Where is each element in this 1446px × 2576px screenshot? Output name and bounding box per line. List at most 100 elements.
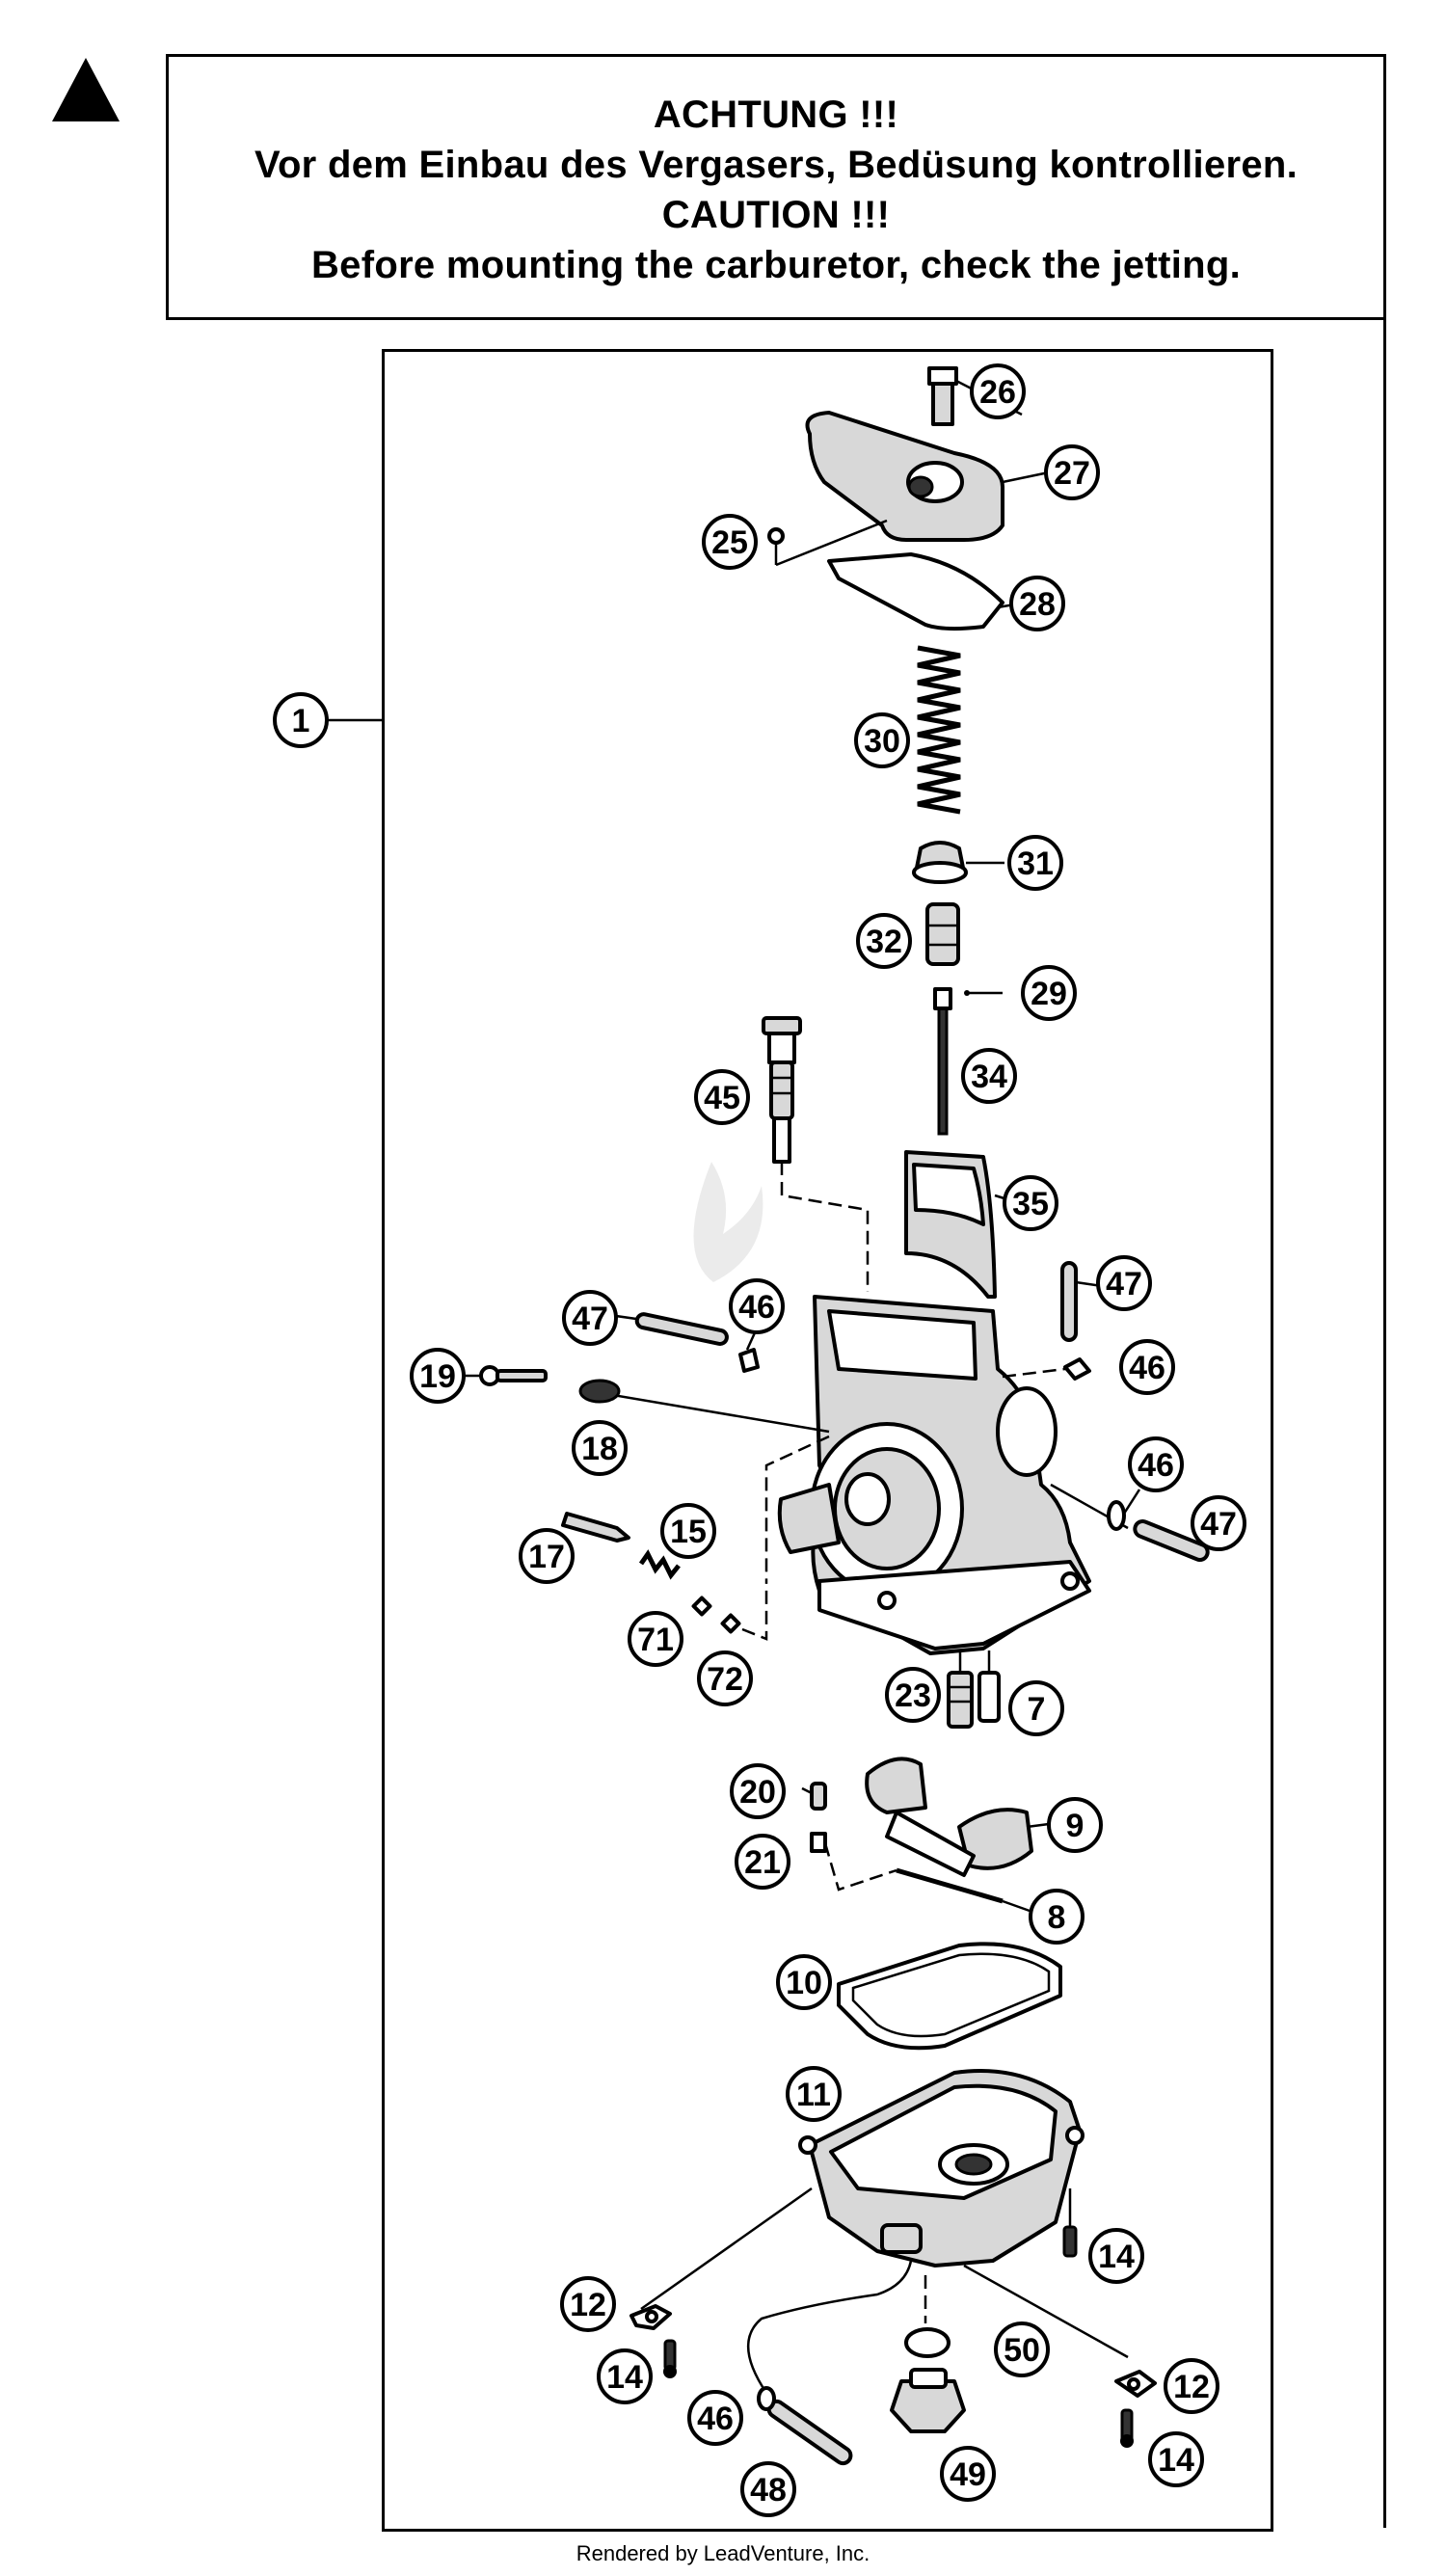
callout-label: 7 <box>1028 1691 1046 1728</box>
callout-72: 72 <box>697 1650 753 1706</box>
callout-29: 29 <box>1021 965 1077 1021</box>
callout-12a: 12 <box>560 2276 616 2332</box>
callout-label: 25 <box>711 524 748 561</box>
callout-label: 35 <box>1012 1186 1049 1222</box>
part-spring-15 <box>638 1549 681 1580</box>
callout-label: 27 <box>1054 455 1090 492</box>
callout-31: 31 <box>1007 835 1063 891</box>
callout-30: 30 <box>854 712 910 768</box>
callout-35: 35 <box>1003 1175 1058 1231</box>
callout-label: 9 <box>1066 1808 1084 1844</box>
part-float-bowl-gasket-10 <box>837 1942 1062 2051</box>
callout-46c: 46 <box>1128 1436 1184 1492</box>
callout-32: 32 <box>856 913 912 969</box>
callout-9: 9 <box>1047 1797 1103 1853</box>
callout-label: 46 <box>738 1289 775 1326</box>
part-needle-17 <box>561 1512 630 1543</box>
callout-label: 14 <box>1158 2442 1194 2479</box>
callout-48: 48 <box>740 2461 796 2517</box>
caution-line-german-text: Vor dem Einbau des Vergasers, Bedüsung k… <box>254 144 1299 186</box>
callout-label: 17 <box>528 1539 565 1575</box>
callout-label: 48 <box>750 2472 787 2509</box>
part-screw-14-right-bowl <box>1062 2188 1078 2258</box>
part-top-cover <box>805 366 1050 542</box>
callout-label: 72 <box>707 1661 743 1698</box>
part-needle-holder-32 <box>925 902 960 966</box>
callout-23: 23 <box>885 1667 941 1723</box>
callout-19: 19 <box>410 1348 466 1404</box>
callout-label: 31 <box>1017 845 1054 882</box>
callout-25: 25 <box>702 514 758 570</box>
callout-label: 49 <box>950 2456 986 2493</box>
callout-46b: 46 <box>1119 1339 1175 1395</box>
part-oring-46-b <box>1063 1357 1091 1381</box>
callout-10: 10 <box>776 1954 832 2010</box>
callout-label: 12 <box>570 2287 606 2323</box>
callout-20: 20 <box>730 1763 786 1819</box>
footer-credit: Rendered by LeadVenture, Inc. <box>576 2541 870 2565</box>
callout-47a: 47 <box>562 1290 618 1346</box>
callout-label: 34 <box>971 1059 1007 1095</box>
callout-label: 14 <box>1098 2239 1135 2275</box>
leadventure-watermark <box>693 1162 763 1282</box>
part-carburetor-body <box>777 1295 1091 1655</box>
callout-label: 45 <box>704 1080 740 1116</box>
part-jet-7 <box>977 1650 1001 1723</box>
page-border-right <box>1383 320 1386 2528</box>
callout-label: 12 <box>1173 2369 1210 2405</box>
part-oring-50 <box>904 2327 951 2358</box>
callout-label: 46 <box>1138 1447 1174 1484</box>
callout-47c: 47 <box>1191 1495 1246 1551</box>
part-bracket-12-right <box>1114 2370 1157 2398</box>
part-spring-30 <box>917 645 961 815</box>
part-oring-46-c <box>1107 1500 1126 1531</box>
part-needle-34 <box>933 987 1003 1136</box>
callout-label: 19 <box>419 1358 456 1395</box>
caution-line-english-text: Before mounting the carburetor, check th… <box>310 244 1242 286</box>
callout-49: 49 <box>940 2446 996 2502</box>
callout-12b: 12 <box>1164 2358 1219 2414</box>
part-adjust-screw-45 <box>762 1016 870 1292</box>
part-float-9 <box>865 1757 1050 1877</box>
callout-45: 45 <box>694 1069 750 1125</box>
callout-label: 21 <box>744 1844 781 1881</box>
callout-18: 18 <box>572 1420 628 1476</box>
part-screw-19 <box>453 1365 548 1386</box>
part-needle-valve-20 <box>801 1782 827 1811</box>
callout-8: 8 <box>1029 1889 1084 1945</box>
part-washer-71 <box>691 1596 712 1617</box>
part-screw-14-left <box>663 2339 677 2378</box>
part-screw-25 <box>767 519 888 567</box>
assembly-frame <box>382 349 1273 2532</box>
part-screw-14-right <box>1120 2408 1134 2448</box>
callout-71: 71 <box>628 1611 683 1667</box>
caution-line-english-heading: CAUTION !!! <box>661 194 891 236</box>
part-hose-48 <box>766 2399 853 2466</box>
callout-28: 28 <box>1009 576 1065 631</box>
callout-46d: 46 <box>687 2390 743 2446</box>
callout-label: 50 <box>1004 2332 1040 2369</box>
callout-46a: 46 <box>729 1278 785 1334</box>
part-spring-seat-31 <box>912 841 1004 884</box>
callout-label: 14 <box>606 2359 643 2396</box>
part-oring-46-a <box>738 1348 760 1373</box>
callout-label: 15 <box>670 1514 707 1550</box>
callout-7: 7 <box>1008 1680 1064 1736</box>
part-pin-47-left <box>608 1312 729 1346</box>
callout-label: 47 <box>572 1301 608 1337</box>
callout-label: 71 <box>637 1622 674 1658</box>
callout-label: 47 <box>1200 1506 1237 1543</box>
callout-14c: 14 <box>1148 2431 1204 2487</box>
callout-label: 30 <box>864 723 900 760</box>
part-valve-seat-21 <box>810 1832 897 1892</box>
callout-14b: 14 <box>597 2348 653 2404</box>
callout-label: 20 <box>739 1774 776 1811</box>
part-drain-plug-49 <box>890 2368 966 2433</box>
callout-label: 18 <box>581 1431 618 1467</box>
part-float-bowl-11 <box>798 2069 1084 2267</box>
callout-11: 11 <box>786 2066 842 2122</box>
callout-label: 26 <box>979 374 1016 411</box>
callout-14a: 14 <box>1088 2228 1144 2284</box>
callout-label: 10 <box>786 1965 822 2001</box>
